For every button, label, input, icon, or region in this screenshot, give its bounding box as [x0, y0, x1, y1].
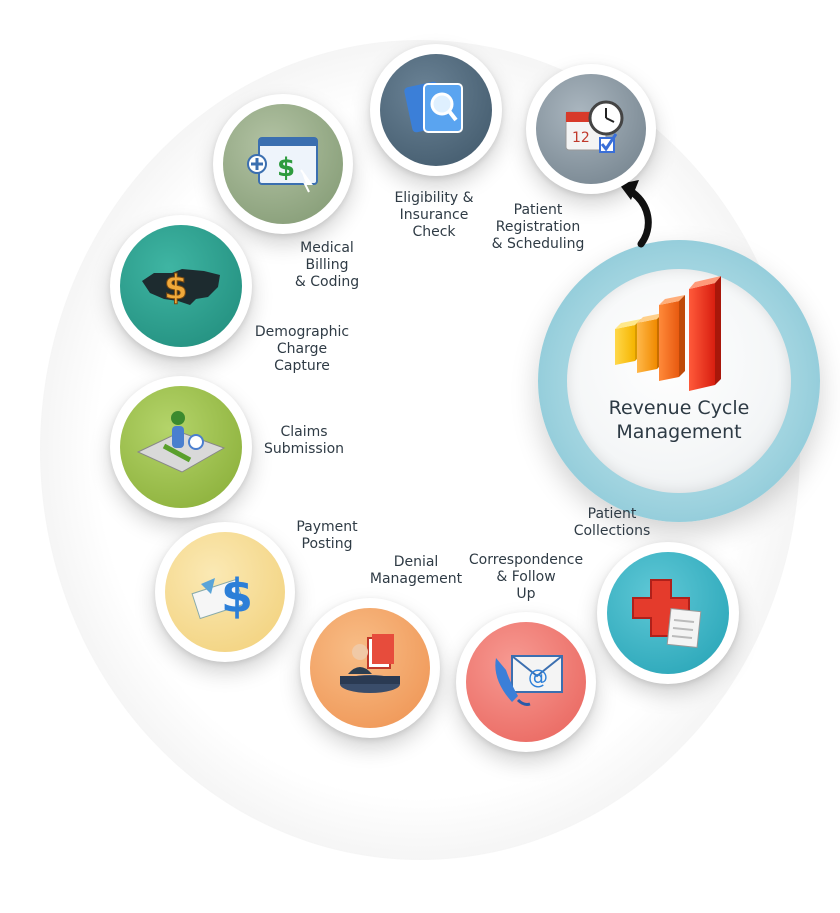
person-document-icon: [340, 634, 400, 693]
dollar-window-icon: $: [247, 137, 318, 193]
step-denial[interactable]: [300, 598, 440, 738]
step-payment[interactable]: $: [155, 522, 295, 662]
label-patient-collections: Patient Collections: [573, 506, 651, 539]
svg-text:12: 12: [572, 130, 590, 146]
svg-text:$: $: [277, 153, 295, 183]
hub-title: Revenue Cycle Management: [567, 396, 791, 444]
step-eligibility[interactable]: [370, 44, 502, 176]
medical-cross-icon: [632, 579, 702, 649]
svg-text:@: @: [528, 665, 548, 689]
step-claims[interactable]: [110, 376, 252, 518]
label-eligibility: Eligibility & Insurance Check: [394, 190, 474, 240]
label-denial: Denial Management: [369, 554, 463, 587]
svg-text:$: $: [221, 569, 253, 623]
dollar-map-icon: $: [142, 268, 220, 309]
magnifier-card-icon: [404, 81, 463, 133]
step-demographic[interactable]: $: [110, 215, 252, 357]
check-dollar-icon: $: [191, 569, 253, 623]
label-payment: Payment Posting: [296, 519, 358, 552]
label-claims: Claims Submission: [263, 424, 345, 457]
label-patient-registration: Patient Registration & Scheduling: [491, 202, 585, 252]
step-medical-billing[interactable]: $: [213, 94, 353, 234]
person-arrow-icon: [136, 411, 226, 473]
calendar-clock-icon: 12: [565, 100, 624, 153]
hub-title-line2: Management: [616, 421, 742, 443]
label-medical-billing: Medical Billing & Coding: [294, 240, 360, 290]
hub-circle: [567, 269, 791, 493]
step-correspondence[interactable]: @: [456, 612, 596, 752]
label-correspondence: Correspondence & Follow Up: [468, 552, 584, 602]
step-patient-registration[interactable]: 12: [526, 64, 656, 194]
hub-title-line1: Revenue Cycle: [608, 397, 750, 419]
phone-mail-icon: @: [495, 655, 563, 706]
step-patient-collections[interactable]: [597, 542, 739, 684]
label-demographic: Demographic Charge Capture: [254, 324, 350, 374]
bar-chart-icon: [615, 276, 721, 391]
svg-text:$: $: [164, 268, 188, 308]
